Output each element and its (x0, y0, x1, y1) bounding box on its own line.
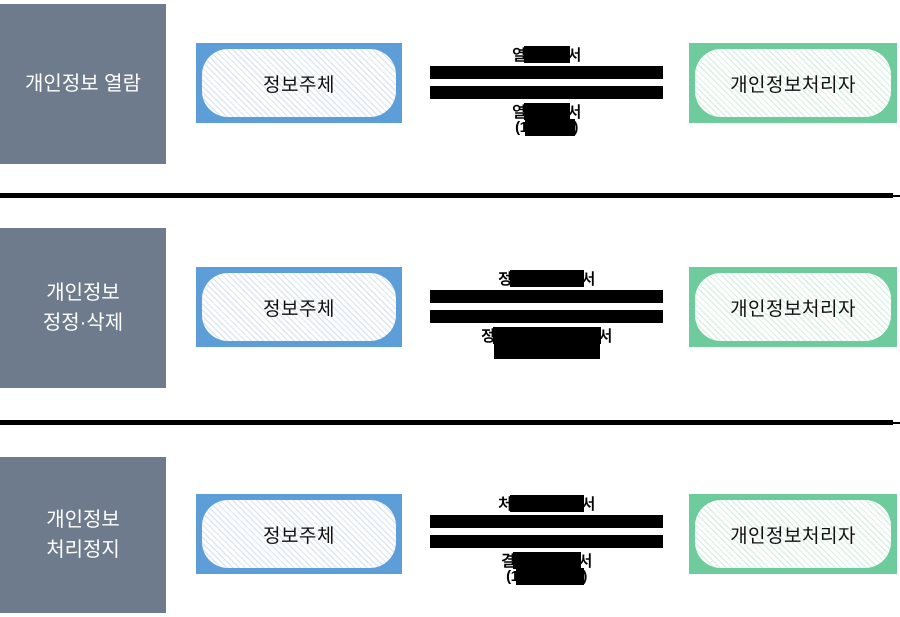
request-doc-fragment-right: 서 (567, 46, 582, 64)
redaction-box (509, 269, 584, 287)
processor-box: 개인정보처리자 (689, 267, 897, 347)
request-doc-fragment-right: 서 (581, 270, 596, 288)
request-doc-label: 정 서 (498, 269, 596, 288)
flow-column-correction: 정 서 정 서 (430, 269, 663, 359)
row-label-correction: 개인정보 정정·삭제 (0, 228, 166, 388)
deadline-note: (1 ) (515, 118, 578, 136)
divider-line (0, 420, 893, 425)
deadline-note: (1 ) (506, 567, 587, 585)
flow-column-access: 열 서 열 서 (1 ) (430, 45, 663, 136)
response-doc-label: 결 서 (501, 551, 593, 570)
subject-box: 정보주체 (196, 494, 402, 574)
row-divider (0, 193, 900, 198)
response-doc-label: 열 서 (512, 102, 582, 121)
response-doc-label: 정 서 (481, 326, 613, 345)
divider-line-tail (893, 194, 900, 197)
row-label-access: 개인정보 열람 (0, 4, 166, 164)
request-doc-fragment-left: 열 (512, 46, 526, 64)
subject-label: 정보주체 (202, 500, 396, 568)
redaction-bar (430, 290, 663, 303)
response-doc-fragment-left: 열 (512, 103, 526, 121)
request-doc-label: 처 서 (498, 494, 596, 513)
redaction-box (525, 118, 576, 136)
divider-line-tail (893, 421, 900, 424)
subject-box: 정보주체 (196, 43, 402, 123)
redaction-bar (430, 86, 663, 99)
divider-line (0, 193, 893, 198)
deadline-note (493, 343, 600, 359)
redaction-box (523, 45, 570, 63)
deadline-fragment-left: (1 (506, 567, 519, 585)
row-label-suspension: 개인정보 처리정지 (0, 457, 166, 613)
response-doc-fragment-right: 서 (567, 103, 582, 121)
response-doc-fragment-right: 서 (578, 552, 593, 570)
redaction-box (493, 343, 600, 359)
response-doc-fragment-right: 서 (598, 327, 613, 345)
processor-label: 개인정보처리자 (695, 500, 891, 568)
redaction-bar (430, 515, 663, 528)
deadline-fragment-right: ) (582, 567, 587, 585)
processor-label: 개인정보처리자 (695, 49, 891, 117)
response-doc-fragment-left: 정 (481, 327, 495, 345)
redaction-box (512, 551, 581, 569)
processor-box: 개인정보처리자 (689, 43, 897, 123)
request-doc-label: 열 서 (512, 45, 582, 64)
response-doc-fragment-left: 결 (501, 552, 515, 570)
subject-box: 정보주체 (196, 267, 402, 347)
processor-box: 개인정보처리자 (689, 494, 897, 574)
subject-label: 정보주체 (202, 49, 396, 117)
flow-column-suspension: 처 서 결 서 (1 ) (430, 494, 663, 585)
deadline-fragment-left: (1 (515, 118, 528, 136)
processor-label: 개인정보처리자 (695, 273, 891, 341)
redaction-box (523, 102, 570, 120)
subject-label: 정보주체 (202, 273, 396, 341)
deadline-fragment-right: ) (573, 118, 578, 136)
request-doc-fragment-left: 처 (498, 495, 512, 513)
row-divider (0, 420, 900, 425)
request-doc-fragment-left: 정 (498, 270, 512, 288)
redaction-bar (430, 535, 663, 548)
redaction-box (492, 326, 601, 344)
request-doc-fragment-right: 서 (581, 495, 596, 513)
redaction-bar (430, 66, 663, 79)
redaction-box (509, 494, 584, 512)
redaction-box (516, 567, 585, 585)
redaction-bar (430, 310, 663, 323)
